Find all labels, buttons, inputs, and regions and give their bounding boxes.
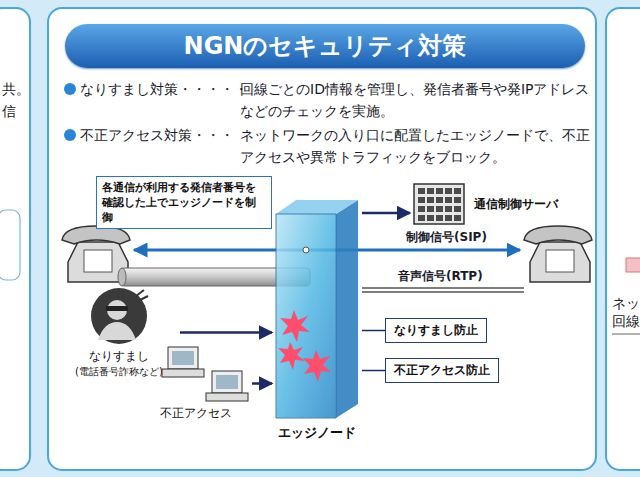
illustration-part <box>278 342 305 370</box>
bullet-text: ネットワークの入り口に配置したエッジノードで、不正アクセスや異常トラフィックをブ… <box>240 124 595 168</box>
illustration-part <box>168 347 198 369</box>
signal-name: 制御信号(SIP) <box>404 229 489 245</box>
side-panel-box <box>0 210 20 280</box>
illustration-part <box>98 322 136 340</box>
illustration-part <box>445 215 452 221</box>
main-panel <box>48 8 596 470</box>
edge-node-slab <box>272 198 362 420</box>
icon-holder <box>140 345 252 405</box>
illustration-part <box>454 206 461 212</box>
phone-right <box>524 226 592 282</box>
attacker-node: 不正アクセス <box>140 345 252 422</box>
illustration-part <box>206 371 248 401</box>
icon-holder <box>58 286 180 348</box>
illustration-part <box>427 206 434 212</box>
illustration-part <box>454 197 461 203</box>
node-text: なりすまし防止 <box>394 322 478 339</box>
phone-handset <box>524 226 592 244</box>
impersonator-node: なりすまし(電話番号詐称など) <box>58 286 180 379</box>
illustration-part <box>162 369 204 377</box>
illustration-part <box>418 206 425 212</box>
rtp-pipe-end <box>118 268 126 286</box>
illustration-part <box>427 188 434 194</box>
title-banner: NGNのセキュリティ対策 <box>65 24 585 68</box>
side-panel-mark <box>626 258 640 272</box>
impersonator-figure <box>84 286 154 348</box>
node-text: 不正アクセス防止 <box>394 362 490 379</box>
illustration-part <box>303 350 331 382</box>
illustration-part <box>436 215 443 221</box>
illustration-part <box>336 200 358 418</box>
cut-text: 共。 <box>2 78 30 100</box>
bullet-text: 回線ごとのID情報を管理し、発信者番号や発IPアドレスなどのチェックを実施。 <box>240 78 595 122</box>
bullet-dot <box>64 129 76 141</box>
leader-line <box>362 370 385 372</box>
cut-text: 回線 <box>612 310 640 332</box>
illustration-part <box>418 215 425 221</box>
node-text: エッジノード <box>272 424 362 442</box>
computer-icons <box>140 345 252 405</box>
bullet-heading: 不正アクセス対策・・・ <box>80 124 234 146</box>
illustration-part <box>172 351 194 365</box>
node-text: なりすまし <box>58 348 180 365</box>
illustration-part <box>276 214 336 418</box>
illustration-part <box>106 306 128 311</box>
node-text: 不正アクセス <box>140 405 252 422</box>
illustration-part <box>162 347 204 377</box>
illustration-part <box>418 197 425 203</box>
side-panel-rule <box>612 334 640 335</box>
illustration-part <box>427 215 434 221</box>
illustration-part <box>212 371 242 393</box>
illustration-part <box>418 188 461 221</box>
cut-text: ネッ <box>612 292 640 314</box>
label-box: なりすまし防止 <box>385 318 487 343</box>
icon-holder <box>410 180 468 228</box>
cut-text: 信 <box>2 100 16 122</box>
illustration-part <box>107 300 127 320</box>
illustration-part <box>136 290 148 300</box>
node-text: 通信制御サーバ <box>474 196 558 213</box>
signal-name: 音声信号(RTP) <box>396 268 485 284</box>
illustration-part <box>206 393 248 401</box>
phone-body <box>530 242 590 282</box>
illustration-part <box>445 197 452 203</box>
phone-keys <box>546 250 574 272</box>
title-text: NGNのセキュリティ対策 <box>184 32 467 60</box>
illustration-part <box>216 375 238 389</box>
icon-holder <box>272 198 362 420</box>
illustration-part <box>454 215 461 221</box>
illustration-part <box>427 197 434 203</box>
illustration-part <box>445 188 452 194</box>
connector-arrow <box>362 212 410 215</box>
server-node: 通信制御サーバ <box>410 180 558 228</box>
rtp-line <box>362 291 524 293</box>
illustration-part <box>276 200 358 214</box>
bullet-heading: なりすまし対策・・・・・ <box>80 78 248 100</box>
illustration-part <box>436 197 443 203</box>
side-panel <box>0 8 30 470</box>
side-panel <box>606 8 640 470</box>
connector-arrow <box>252 382 272 385</box>
connector-arrow <box>180 331 272 334</box>
illustration-part <box>414 184 464 224</box>
bullet-dot <box>64 83 76 95</box>
illustration-part <box>436 188 443 194</box>
illustration-part <box>418 188 425 194</box>
rtp-line <box>362 287 524 289</box>
illustration-part <box>454 188 461 194</box>
node-text: 各通信が利用する発信者番号を確認した上でエッジノードを制御 <box>102 180 266 225</box>
server-icon <box>410 180 468 228</box>
edge-node: エッジノード <box>272 198 362 442</box>
illustration-part <box>445 206 452 212</box>
leader-line <box>362 330 385 332</box>
label-box: 不正アクセス防止 <box>385 358 499 383</box>
illustration-part <box>91 288 147 344</box>
illustration-part <box>303 247 309 253</box>
phone-keys <box>84 250 112 272</box>
callout-box: 各通信が利用する発信者番号を確認した上でエッジノードを制御 <box>96 176 272 229</box>
illustration-part <box>436 206 443 212</box>
illustration-part <box>280 310 310 342</box>
